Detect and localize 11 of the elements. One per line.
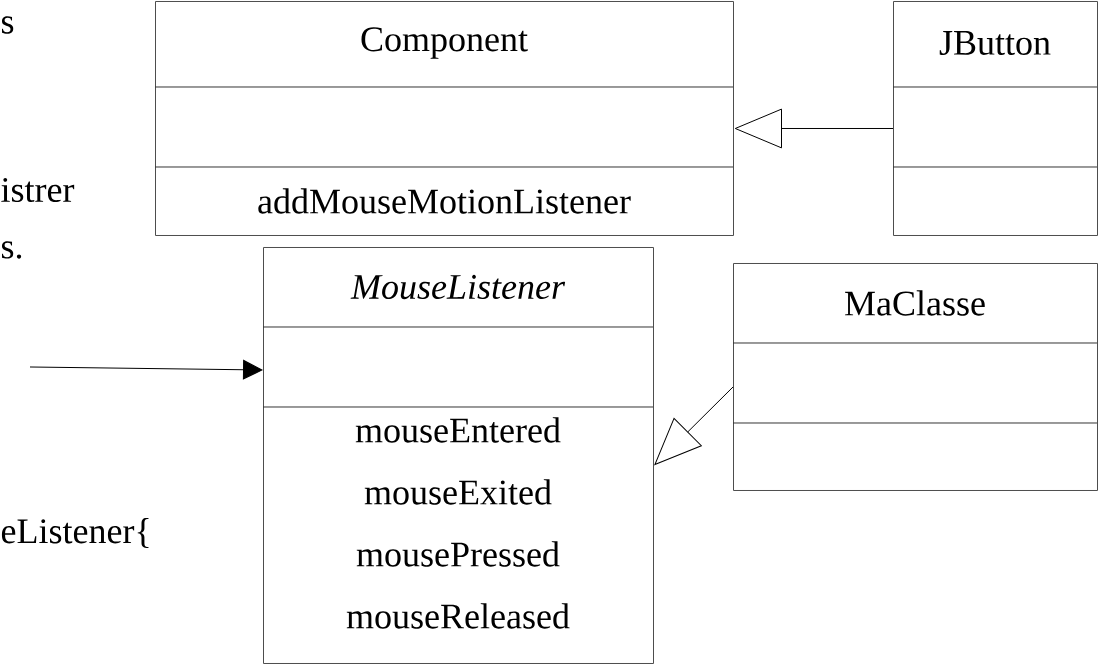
text-fragment: eListener{ <box>1 518 149 548</box>
arrow <box>654 386 734 466</box>
arrow <box>734 108 894 149</box>
text-fragment: istrer <box>1 177 75 203</box>
arrow <box>29 359 263 380</box>
text-fragment: s. <box>2 241 22 259</box>
class-box: MouseListener mouseEntered mouseExited mousePressed mouseReleased <box>262 247 654 664</box>
class-box: Component addMouseMotionListener <box>154 1 734 236</box>
class-box: MaClasse <box>732 263 1098 491</box>
class-box: JButton <box>892 1 1098 236</box>
text-fragment: s <box>2 16 14 34</box>
